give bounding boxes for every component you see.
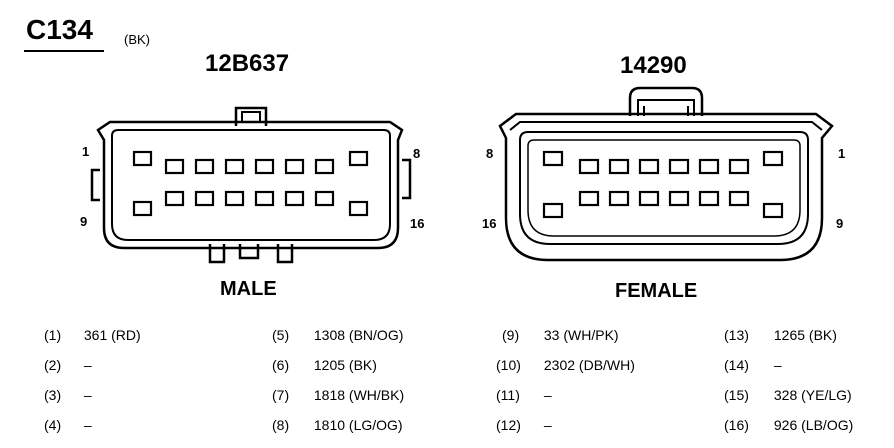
- pin-number: (10): [496, 357, 521, 373]
- male-pin-6: [284, 158, 305, 175]
- wire-label: 926 (LB/OG): [773, 417, 854, 433]
- wire-label: 1265 (BK): [773, 327, 837, 343]
- wire-label: –: [543, 387, 552, 403]
- male-label-top-left: 1: [82, 144, 90, 159]
- female-part-number: 14290: [620, 52, 687, 79]
- male-pin-13: [254, 190, 275, 207]
- female-pin-10: [728, 190, 750, 207]
- male-label-bottom-left: 9: [80, 214, 88, 229]
- male-pin-16: [348, 200, 369, 217]
- male-label-top-right: 8: [413, 146, 421, 161]
- female-connector-drawing: [498, 86, 834, 262]
- pin-number: (4): [44, 417, 62, 433]
- wire-label: –: [83, 417, 92, 433]
- female-pin-cavities: [542, 150, 784, 219]
- male-pin-12: [224, 190, 245, 207]
- female-label-top-left: 8: [486, 146, 494, 161]
- male-pin-3: [194, 158, 215, 175]
- male-pin-11: [194, 190, 215, 207]
- male-pin-7: [314, 158, 335, 175]
- wire-label: 33 (WH/PK): [543, 327, 619, 343]
- pin-number: (13): [724, 327, 749, 343]
- male-pin-14: [284, 190, 305, 207]
- pin-number: (2): [44, 357, 62, 373]
- connector-id: C134: [26, 14, 93, 45]
- male-pin-4: [224, 158, 245, 175]
- male-pin-1: [132, 150, 153, 167]
- female-pin-8: [542, 150, 564, 167]
- wire-label: 1818 (WH/BK): [313, 387, 405, 403]
- male-label-bottom-right: 16: [410, 216, 425, 231]
- wire-label: 2302 (DB/WH): [543, 357, 635, 373]
- pin-number: (16): [724, 417, 749, 433]
- female-pin-15: [578, 190, 600, 207]
- pin-number: (3): [44, 387, 62, 403]
- female-pin-3: [698, 158, 720, 175]
- female-label-bottom-left: 16: [482, 216, 497, 231]
- pin-number: (14): [724, 357, 749, 373]
- female-label-bottom-right: 9: [836, 216, 844, 231]
- wire-label: –: [83, 387, 92, 403]
- pin-number: (1): [44, 327, 62, 343]
- female-pin-13: [638, 190, 660, 207]
- male-pin-10: [164, 190, 185, 207]
- male-part-number: 12B637: [205, 50, 290, 77]
- female-pin-9: [762, 202, 784, 219]
- male-pin-9: [132, 200, 153, 217]
- pin-number: (15): [724, 387, 749, 403]
- pin-number: (7): [272, 387, 290, 403]
- pin-number: (12): [496, 417, 521, 433]
- male-pin-15: [314, 190, 335, 207]
- pin-number: (6): [272, 357, 290, 373]
- female-pin-11: [698, 190, 720, 207]
- female-pin-7: [578, 158, 600, 175]
- wire-label: 1308 (BN/OG): [313, 327, 404, 343]
- male-pin-cavities: [132, 150, 369, 217]
- pin-number: (11): [496, 387, 520, 403]
- wire-label: 1205 (BK): [313, 357, 377, 373]
- female-caption: FEMALE: [615, 280, 698, 302]
- connector-id-underline: [24, 50, 104, 52]
- pin-number: (8): [272, 417, 290, 433]
- female-pin-2: [728, 158, 750, 175]
- female-pin-4: [668, 158, 690, 175]
- male-caption: MALE: [220, 278, 277, 300]
- female-pin-12: [668, 190, 690, 207]
- female-pin-16: [542, 202, 564, 219]
- male-pin-8: [348, 150, 369, 167]
- male-pin-5: [254, 158, 275, 175]
- wire-label: 328 (YE/LG): [773, 387, 852, 403]
- wire-label: –: [83, 357, 92, 373]
- female-pin-1: [762, 150, 784, 167]
- female-pin-14: [608, 190, 630, 207]
- wire-label: –: [543, 417, 552, 433]
- wire-label: 1810 (LG/OG): [313, 417, 403, 433]
- pin-number: (5): [272, 327, 290, 343]
- connector-color: (BK): [124, 32, 150, 47]
- wire-label: 361 (RD): [83, 327, 141, 343]
- wire-label: –: [773, 357, 782, 373]
- female-pin-6: [608, 158, 630, 175]
- female-label-top-right: 1: [838, 146, 846, 161]
- female-pin-5: [638, 158, 660, 175]
- male-connector-drawing: [90, 106, 412, 264]
- male-pin-2: [164, 158, 185, 175]
- pin-number: (9): [502, 327, 520, 343]
